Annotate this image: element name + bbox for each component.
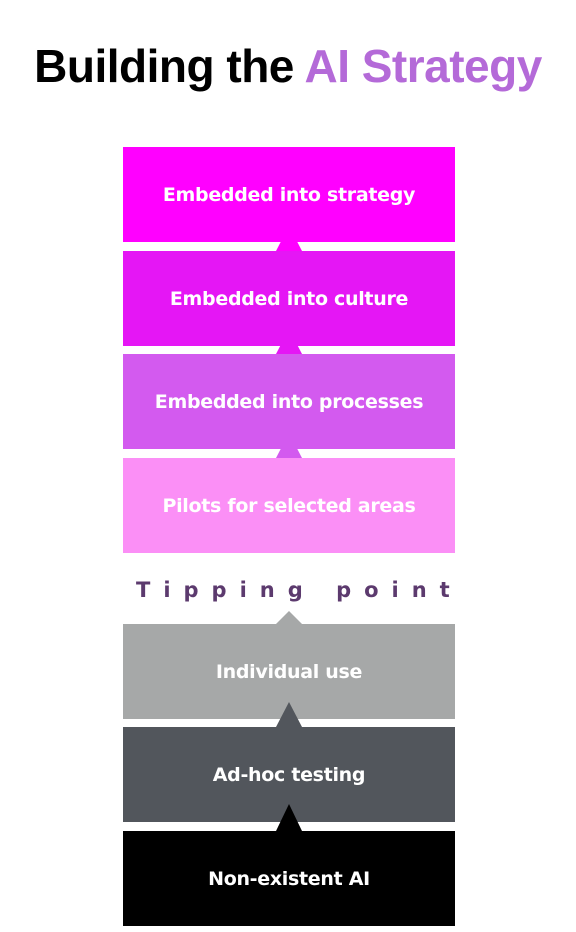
arrow-up-icon (276, 611, 302, 624)
title-accent: AI Strategy (304, 40, 542, 92)
step-non-existent: Non-existent AI (123, 831, 455, 926)
arrow-up-icon (276, 226, 302, 251)
step-pilots: Pilots for selected areas (123, 458, 455, 553)
arrow-up-icon (276, 804, 302, 831)
step-label: Individual use (215, 660, 363, 683)
step-label: Ad-hoc testing (212, 763, 366, 786)
arrow-up-icon (276, 702, 302, 727)
step-label: Pilots for selected areas (162, 494, 416, 517)
step-label: Embedded into culture (169, 287, 409, 310)
tipping-point-label: Tipping point (136, 578, 463, 602)
step-label: Embedded into strategy (162, 183, 416, 206)
title-prefix: Building the (34, 40, 305, 92)
step-label: Embedded into processes (154, 390, 424, 413)
arrow-up-icon (276, 433, 302, 458)
page-title: Building the AI Strategy (0, 36, 576, 96)
arrow-up-icon (276, 329, 302, 354)
step-label: Non-existent AI (208, 867, 370, 890)
